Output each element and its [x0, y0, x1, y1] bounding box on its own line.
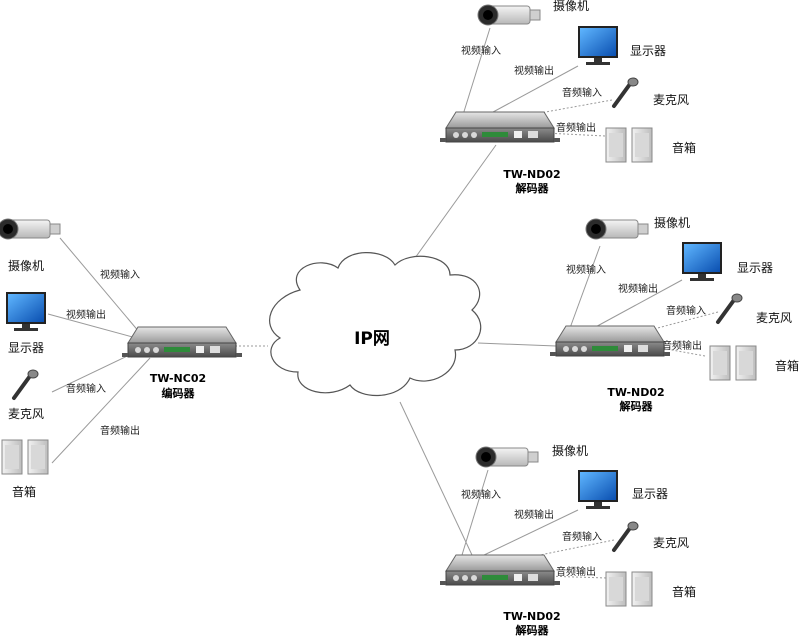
decoder-speaker-label: 音箱 [672, 584, 696, 599]
decoder-mic-icon [716, 292, 744, 324]
decoder-monitor-label: 显示器 [737, 261, 773, 275]
encoder-mic-label: 麦克风 [8, 407, 44, 421]
encoder-video-in-label: 视频输入 [100, 268, 140, 281]
decoder-links [569, 245, 719, 357]
decoder-model: TW-ND02 [503, 168, 560, 181]
decoder-type: 解码器 [516, 623, 550, 637]
decoder-mic-icon [612, 520, 640, 552]
encoder-group: 摄像机 显示器 麦克风 音箱 视频输入 视频输出 音频输入 音频输出 TW-NC… [0, 218, 243, 499]
decoder-speaker-icon [709, 345, 757, 381]
decoder-group: 摄像机 显示器 麦克风 音箱 视频输入 视频输出 音频输入 音频输出 TW-ND… [439, 0, 696, 195]
network-links [235, 144, 557, 556]
decoder-camera-icon [475, 446, 539, 468]
encoder-model: TW-NC02 [150, 372, 206, 385]
encoder-video-out-label: 视频输出 [66, 308, 106, 321]
encoder-audio-out-label: 音频输出 [100, 424, 140, 437]
decoder-mic-icon [612, 76, 640, 108]
decoder-video-out-label: 视频输出 [514, 508, 554, 521]
decoder-speaker-icon [605, 127, 653, 163]
decoder-monitor-icon [578, 26, 618, 65]
decoder-monitor-icon [578, 470, 618, 509]
decoder-links [461, 27, 613, 137]
decoder-audio-out-label: 音频输出 [662, 339, 702, 352]
decoder-camera-label: 摄像机 [552, 443, 588, 458]
encoder-speaker-label: 音箱 [12, 484, 36, 499]
decoder-video-in-label: 视频输入 [461, 488, 501, 501]
ip-network-cloud: IP网 [269, 252, 482, 396]
decoder-speaker-icon [605, 571, 653, 607]
decoder-group: 摄像机 显示器 麦克风 音箱 视频输入 视频输出 音频输入 音频输出 TW-ND… [549, 215, 799, 413]
decoder-mic-label: 麦克风 [653, 536, 689, 550]
encoder-type: 编码器 [162, 386, 196, 400]
decoder-audio-out-label: 音频输出 [556, 121, 596, 134]
decoder-audio-in-label: 音频输入 [562, 530, 602, 543]
decoder-monitor-icon [682, 242, 722, 281]
decoder-type: 解码器 [620, 399, 654, 413]
encoder-speaker-icon [1, 439, 49, 475]
decoder-audio-in-label: 音频输入 [666, 304, 706, 317]
decoder-mic-label: 麦克风 [756, 311, 792, 325]
encoder-camera-label: 摄像机 [8, 258, 44, 273]
encoder-mic-icon [12, 368, 40, 400]
decoder-audio-out-label: 音频输出 [556, 565, 596, 578]
decoder-camera-label: 摄像机 [654, 215, 690, 230]
encoder-camera-icon [0, 218, 61, 240]
decoder-video-in-label: 视频输入 [461, 44, 501, 57]
decoder-device-icon [439, 554, 561, 586]
decoder-model: TW-ND02 [503, 610, 560, 623]
decoder-group: 摄像机 显示器 麦克风 音箱 视频输入 视频输出 音频输入 音频输出 TW-ND… [439, 443, 696, 637]
decoder-video-in-label: 视频输入 [566, 263, 606, 276]
decoder-links [461, 469, 615, 579]
decoder-camera-label: 摄像机 [553, 0, 589, 13]
decoder-camera-icon [477, 4, 541, 26]
decoder-video-out-label: 视频输出 [514, 64, 554, 77]
encoder-monitor-label: 显示器 [8, 341, 44, 355]
decoder-speaker-label: 音箱 [672, 140, 696, 155]
decoder-device-icon [549, 325, 671, 357]
decoder-audio-in-label: 音频输入 [562, 86, 602, 99]
decoder-speaker-label: 音箱 [775, 358, 799, 373]
decoder-monitor-label: 显示器 [632, 487, 668, 501]
encoder-monitor-icon [6, 292, 46, 331]
decoder-model: TW-ND02 [607, 386, 664, 399]
encoder-device-icon [121, 326, 243, 358]
encoder-audio-in-label: 音频输入 [66, 382, 106, 395]
network-label: IP网 [354, 329, 390, 349]
decoder-video-out-label: 视频输出 [618, 282, 658, 295]
decoder-monitor-label: 显示器 [630, 44, 666, 58]
decoder-type: 解码器 [516, 181, 550, 195]
decoder-camera-icon [585, 218, 649, 240]
decoder-mic-label: 麦克风 [653, 93, 689, 107]
decoder-device-icon [439, 111, 561, 143]
